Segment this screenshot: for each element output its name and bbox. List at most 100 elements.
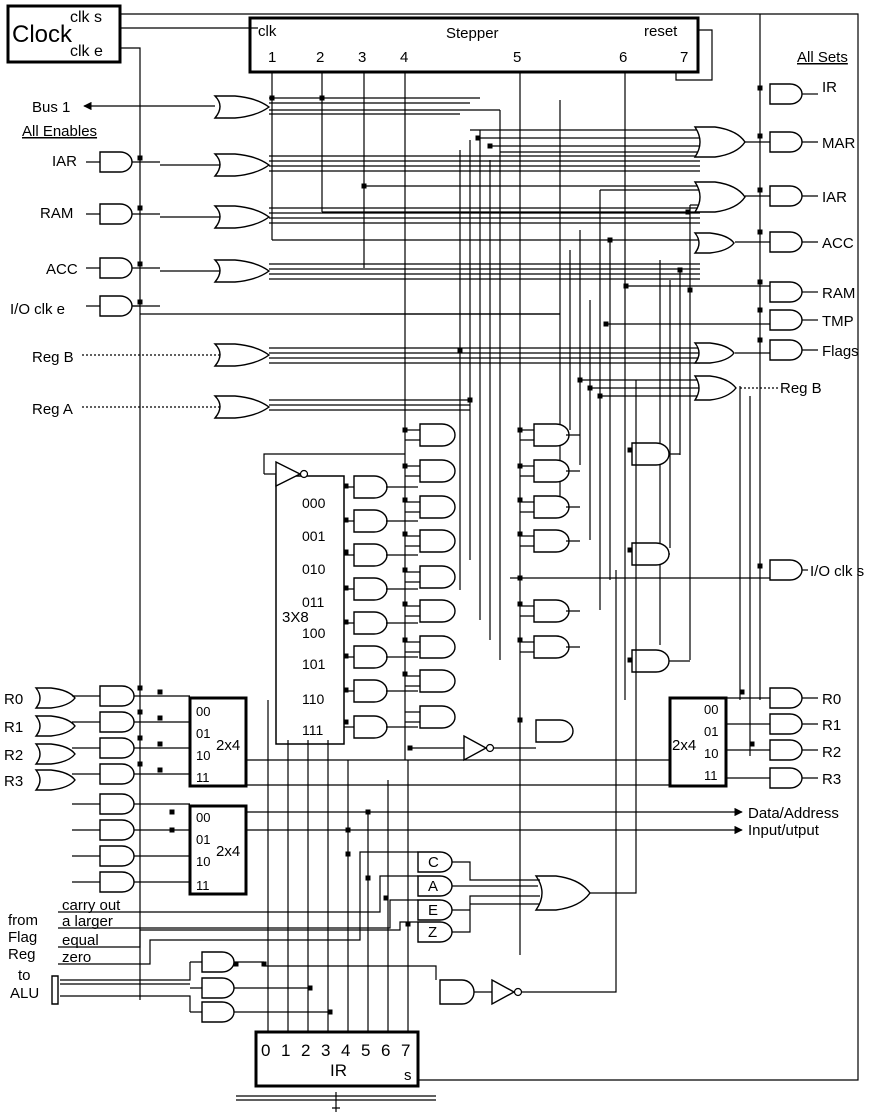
ir-bit-1: 1 — [281, 1041, 290, 1060]
decoder-out-001: 001 — [302, 528, 326, 544]
right-out-flags: Flags — [822, 343, 859, 360]
heading-all-enables: All Enables — [22, 123, 97, 140]
junction-dot — [137, 299, 143, 305]
flag-in-reg: Reg — [8, 946, 36, 963]
instruction-register: 0 1 2 3 4 5 6 7 IR s — [254, 1030, 420, 1088]
ir-bit-7: 7 — [401, 1041, 410, 1060]
junction-dot — [577, 377, 583, 383]
left-reg-r1: R1 — [4, 719, 23, 736]
junction-dot — [343, 687, 349, 693]
junction-dot — [517, 575, 523, 581]
right-or-gates — [693, 126, 746, 401]
junction-dot — [405, 921, 411, 927]
left-reg-and-gates — [72, 685, 190, 893]
clock-block: Clock clk s clk e — [6, 4, 122, 64]
middle-and-wire — [405, 641, 420, 653]
right-out-reg-b: Reg B — [780, 380, 822, 397]
middle-and-gate — [419, 423, 456, 447]
junction-dot — [157, 689, 163, 695]
ir-s-label: s — [404, 1067, 412, 1084]
left-reg-and-gate — [99, 711, 135, 733]
left-or-gates — [82, 95, 271, 419]
left-reg-r2: R2 — [4, 747, 23, 764]
junction-dot — [757, 85, 763, 91]
junction-dot — [402, 637, 408, 643]
junction-dot — [517, 637, 523, 643]
heading-all-sets: All Sets — [797, 49, 848, 66]
decoder-out-100: 100 — [302, 625, 326, 641]
middle-and-wire — [405, 501, 420, 513]
right-out-iar: IAR — [822, 189, 847, 206]
middle-and-gate — [419, 705, 456, 729]
middle-and-gate — [419, 669, 456, 693]
ir-bit-3: 3 — [321, 1041, 330, 1060]
clock-title: Clock — [12, 21, 73, 48]
right-reg-and-gates — [726, 687, 818, 789]
dec2x4a-label: 2x4 — [216, 737, 240, 754]
dec2x4c-11: 11 — [704, 768, 718, 783]
junction-dot — [402, 531, 408, 537]
decoder-2x4-lower: 00 01 10 11 2x4 — [188, 804, 248, 896]
ir-bit-4: 4 — [341, 1041, 350, 1060]
right-reg-r0: R0 — [822, 691, 841, 708]
right-out-tmp: TMP — [822, 313, 854, 330]
junction-dot — [365, 809, 371, 815]
middle-and-gate — [419, 529, 456, 553]
middle-and-gate — [419, 459, 456, 483]
junction-dot — [677, 267, 683, 273]
junction-dot — [137, 685, 143, 691]
decoder-out-111: 111 — [302, 722, 323, 738]
dec2x4c-01: 01 — [704, 724, 718, 739]
junction-dot — [169, 809, 175, 815]
junction-dot — [343, 483, 349, 489]
left-reg-and-gate — [99, 793, 135, 815]
stepper-step-5: 5 — [513, 49, 521, 66]
dec2x4a-01: 01 — [196, 726, 210, 741]
dec2x4b-label: 2x4 — [216, 843, 240, 860]
dec2x4b-00: 00 — [196, 810, 210, 825]
right-out-ir: IR — [822, 79, 837, 96]
left-reg-r0: R0 — [4, 691, 23, 708]
stepper-block: clk Stepper reset 1 2 3 4 5 6 7 — [248, 16, 700, 74]
junction-dot — [587, 385, 593, 391]
junction-dot — [137, 709, 143, 715]
flag-gates: C A E Z — [417, 380, 637, 943]
left-out-io-clk-e: I/O clk e — [10, 301, 65, 318]
junction-dot — [517, 427, 523, 433]
junction-dot — [627, 547, 633, 553]
alu-label: ALU — [10, 985, 39, 1002]
flag-in-carry: carry out — [62, 897, 121, 914]
flag-z: Z — [428, 924, 437, 941]
middle-and-gate — [419, 565, 456, 589]
left-out-bus1: Bus 1 — [32, 99, 70, 116]
dec2x4c-00: 00 — [704, 702, 718, 717]
junction-dot — [597, 393, 603, 399]
junction-dot — [457, 347, 463, 353]
middle-and-gate — [533, 495, 570, 519]
junction-dot — [757, 279, 763, 285]
stepper-step-6: 6 — [619, 49, 627, 66]
junction-dot — [749, 741, 755, 747]
left-reg-and-gate — [99, 845, 135, 867]
junction-dot — [402, 427, 408, 433]
middle-and-gate — [419, 635, 456, 659]
dec2x4a-00: 00 — [196, 704, 210, 719]
junction-dot — [517, 531, 523, 537]
middle-and-gate — [419, 495, 456, 519]
junction-dot — [343, 549, 349, 555]
ir-label: IR — [330, 1061, 347, 1080]
middle-and-gate — [533, 529, 570, 553]
junction-dot — [365, 875, 371, 881]
right-set-and-gates — [735, 83, 818, 581]
junction-dot — [137, 761, 143, 767]
junction-dot — [137, 261, 143, 267]
ir-bit-5: 5 — [361, 1041, 370, 1060]
junction-dot — [517, 601, 523, 607]
right-middle-and-gates — [535, 442, 690, 743]
flag-in-equal: equal — [62, 932, 99, 949]
junction-dot — [157, 741, 163, 747]
junction-dot — [137, 735, 143, 741]
decoder-2x4-right: 00 01 10 11 2x4 — [668, 696, 728, 788]
junction-dot — [757, 229, 763, 235]
